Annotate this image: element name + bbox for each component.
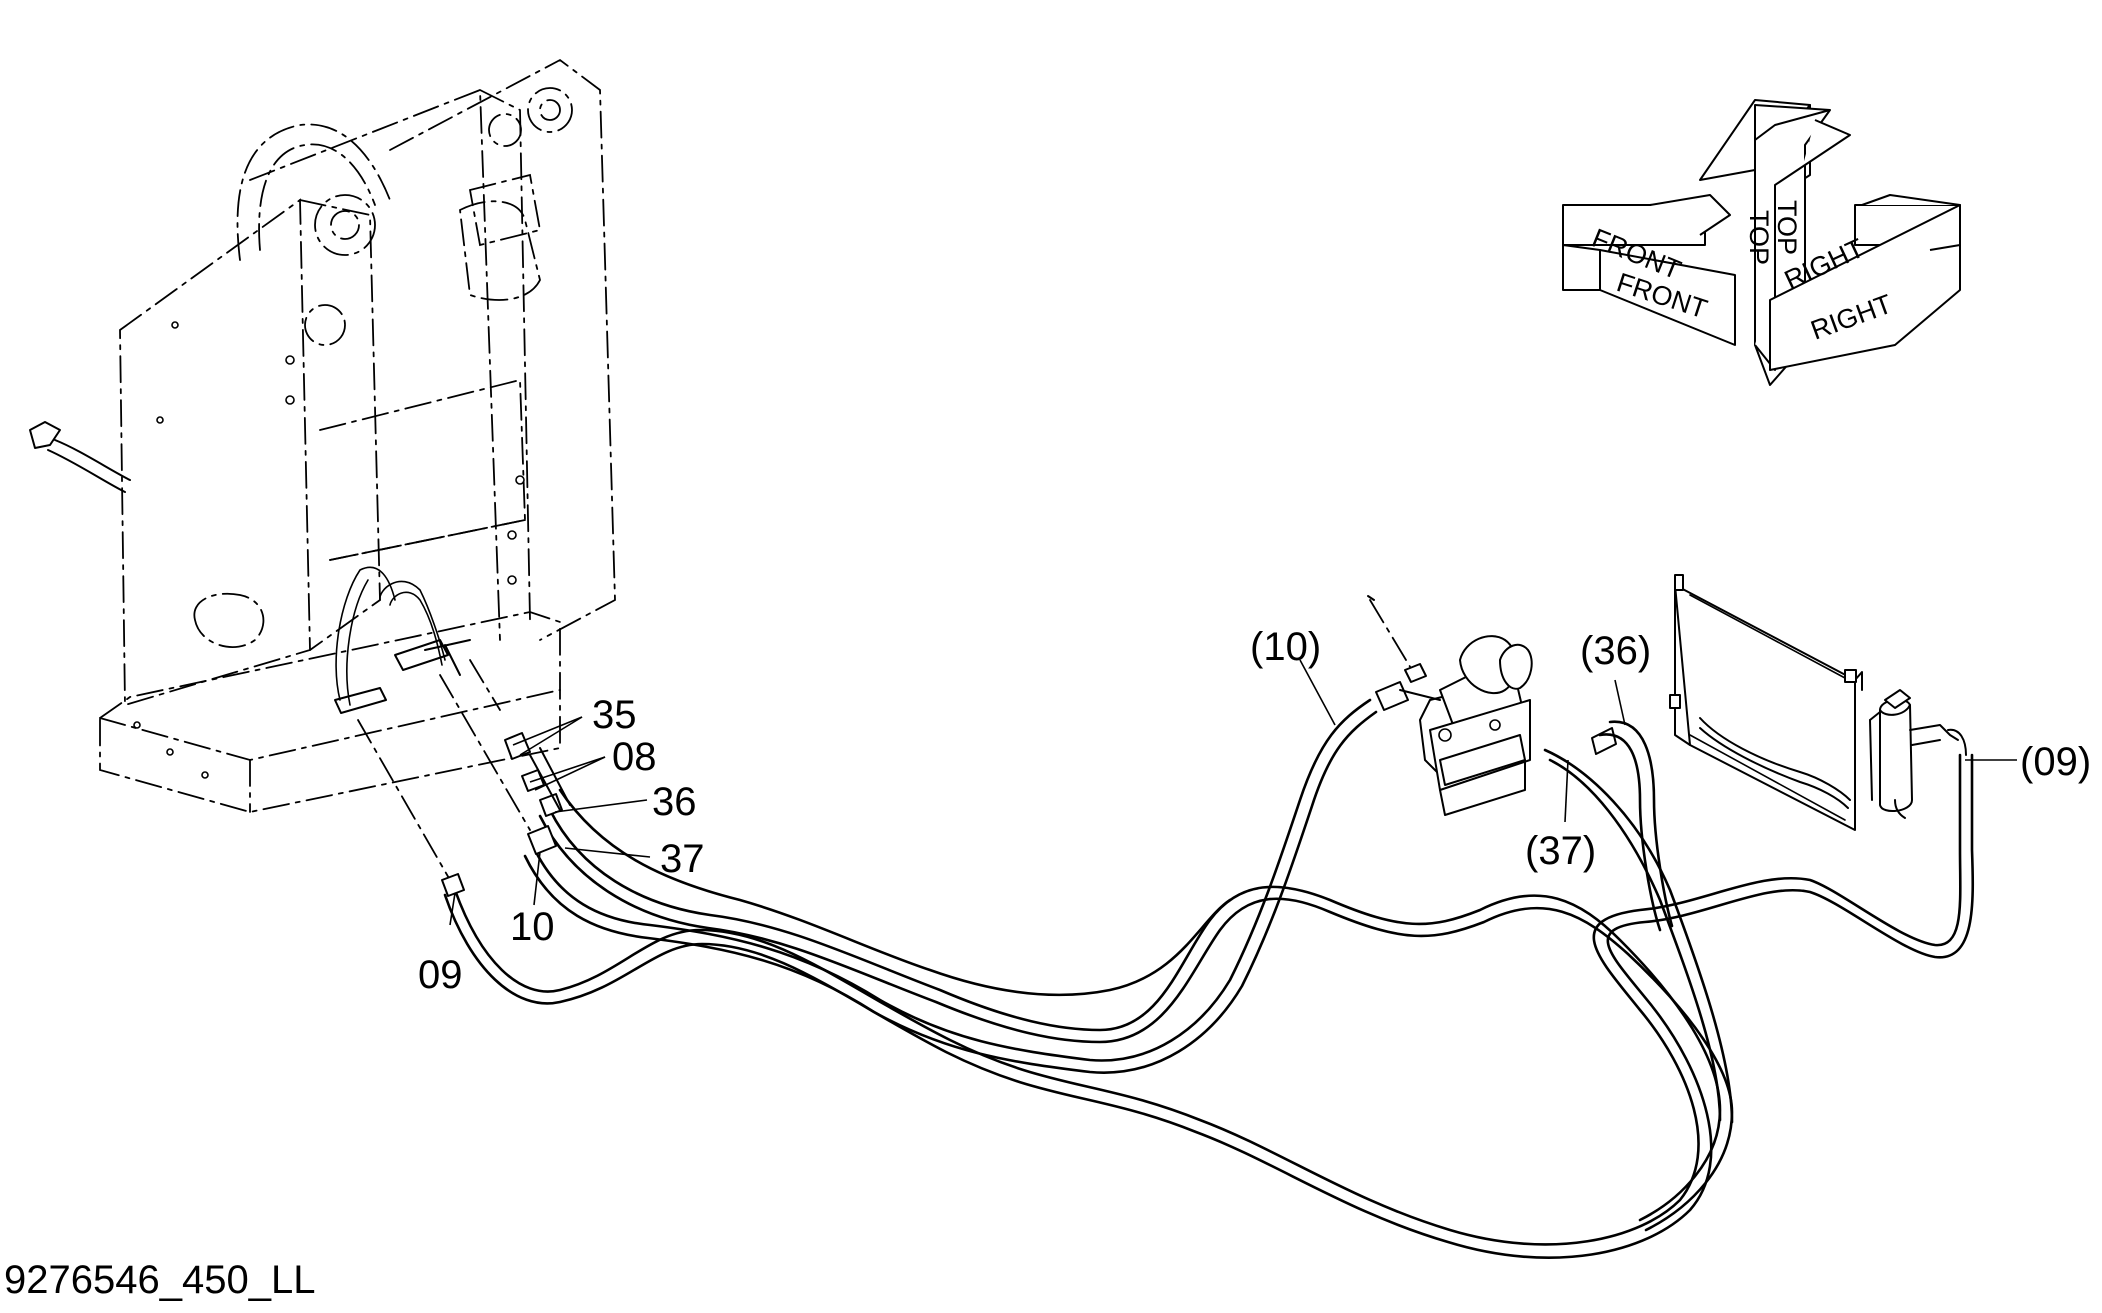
callout-10-ref: (10) <box>1250 625 1321 669</box>
hose-bundle <box>357 659 1975 1259</box>
orientation-top-label: TOP <box>1744 210 1774 265</box>
callout-09-ref: (09) <box>2020 740 2091 784</box>
leader-lines <box>449 659 2017 926</box>
receiver-drier <box>1869 689 1967 819</box>
front-arrow-icon <box>1562 194 1736 346</box>
callout-08: 08 <box>612 735 657 779</box>
callout-36: 36 <box>652 780 697 824</box>
condenser <box>1669 574 1863 831</box>
orientation-top-label-2: TOP <box>1772 200 1802 255</box>
callout-36-ref: (36) <box>1580 629 1651 673</box>
callout-37: 37 <box>660 837 705 881</box>
right-arrow-icon <box>1769 194 1961 371</box>
callout-37-ref: (37) <box>1525 829 1596 873</box>
frame-internal-hoses <box>334 566 471 714</box>
orientation-indicator: TOP TOP FRONT FRONT RIGHT RIGHT <box>1562 99 1961 386</box>
drawing-id-label: 9276546_450_LL <box>4 1258 316 1302</box>
frame-bracket-assembly <box>29 58 616 813</box>
callout-35: 35 <box>592 693 637 737</box>
callout-09: 09 <box>418 953 463 997</box>
callout-labels: 35 08 36 37 10 09 (10) (36) (37) (09) <box>418 625 2091 997</box>
callout-10: 10 <box>510 905 555 949</box>
compressor <box>1367 595 1533 816</box>
